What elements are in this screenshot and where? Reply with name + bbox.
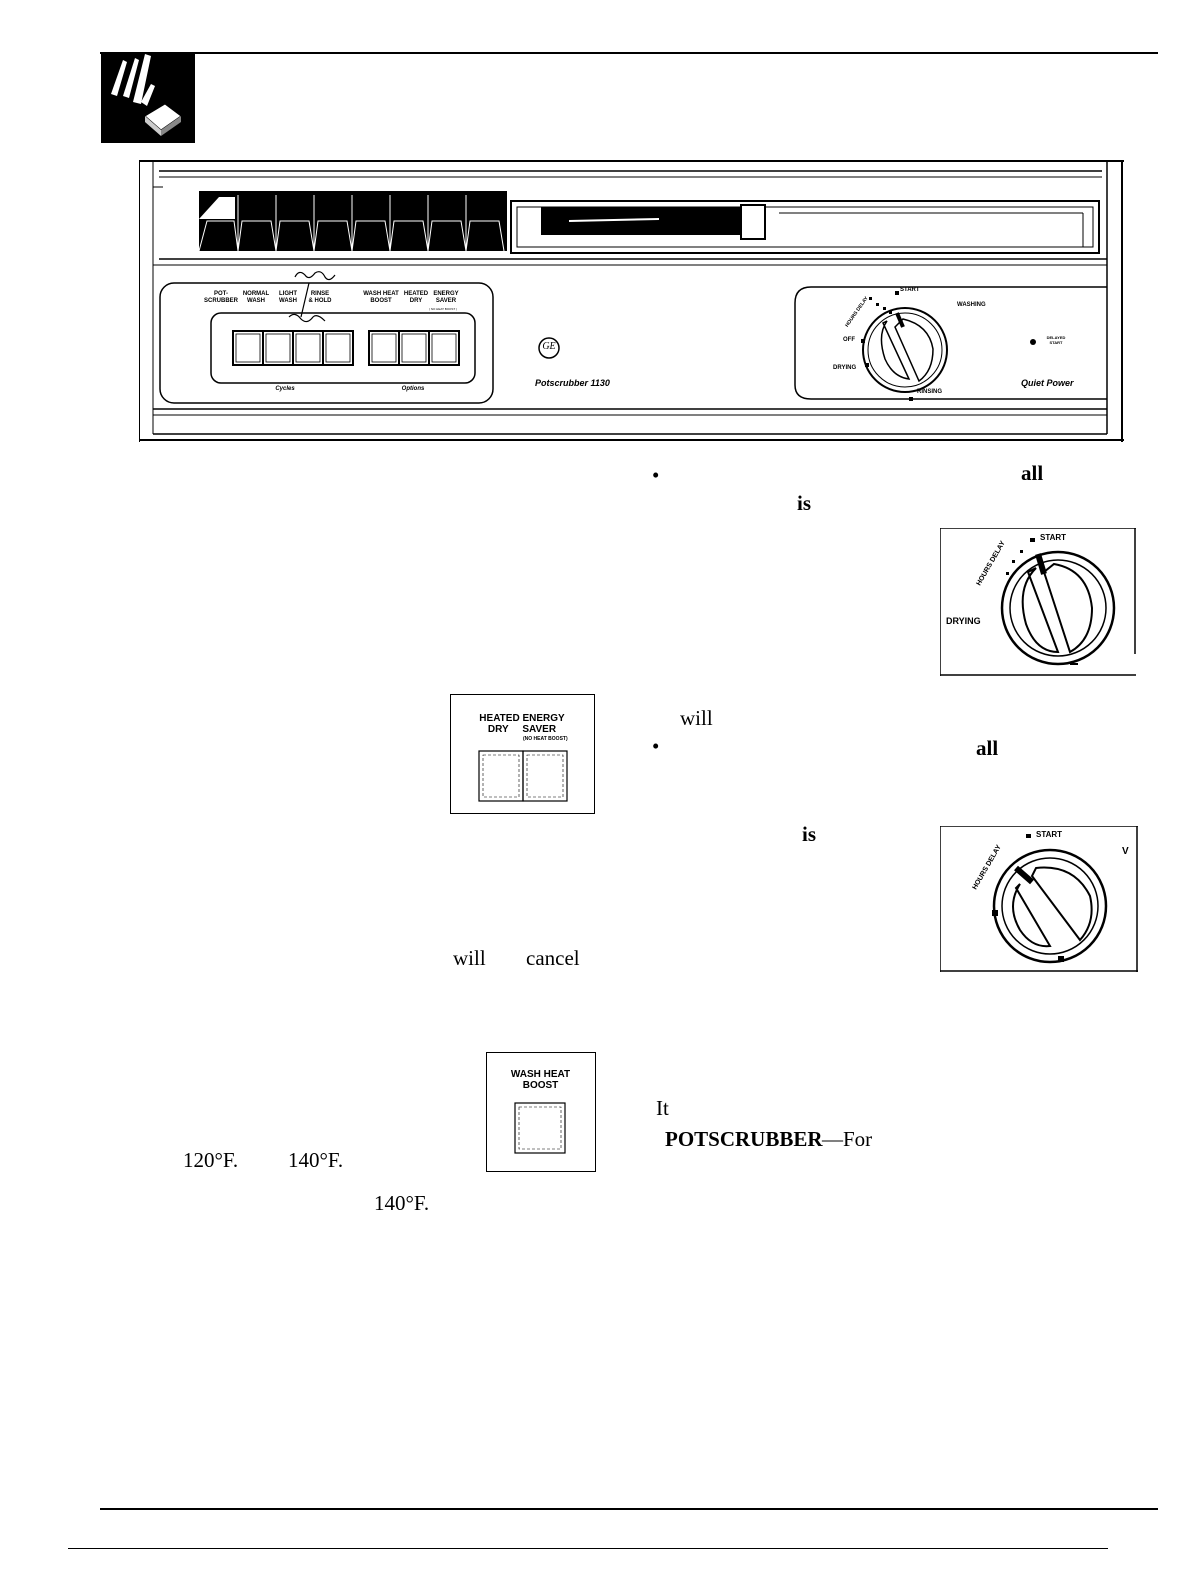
word-is-1: is bbox=[797, 491, 812, 515]
inset-wash-heat-label1: WASH HEAT bbox=[510, 1069, 571, 1080]
wash-heat-boost-inset: WASH HEAT BOOST bbox=[486, 1052, 596, 1172]
dial-off-label: OFF bbox=[843, 337, 855, 343]
heated-dry-energy-saver-inset: HEATED ENERGY DRY SAVER (NO HEAT BOOST) bbox=[450, 694, 595, 814]
dial-washing-label: WASHING bbox=[957, 302, 986, 308]
inset-heated-energy-note: (NO HEAT BOOST) bbox=[523, 736, 568, 742]
dial-drying-label: DRYING bbox=[833, 365, 857, 371]
ge-logo: GE bbox=[542, 341, 556, 352]
inset-wash-heat-label2: BOOST bbox=[522, 1080, 559, 1091]
dial-inset-bottom: START V HOURS DELAY bbox=[940, 826, 1138, 972]
option-label-energy-saver: ENERGY SAVER bbox=[433, 291, 459, 304]
brand-tagline: Quiet Power bbox=[1021, 378, 1074, 388]
word-all-2: all bbox=[976, 736, 999, 760]
word-it: It bbox=[656, 1096, 669, 1120]
dial-rinsing-label: RINSING bbox=[917, 389, 943, 395]
word-cancel: cancel bbox=[526, 946, 580, 970]
temp-140-a: 140°F. bbox=[288, 1148, 344, 1172]
energy-saver-note: ( NO HEAT BOOST ) bbox=[428, 307, 457, 311]
word-all-1: all bbox=[1021, 461, 1044, 485]
option-label-wash-heat-boost: WASH HEAT BOOST bbox=[363, 291, 399, 304]
inset-heated-energy-label2: DRY SAVER bbox=[487, 724, 557, 735]
temp-120: 120°F. bbox=[183, 1148, 239, 1172]
options-caption: Options bbox=[401, 386, 425, 392]
dial-start-label: START bbox=[900, 287, 920, 293]
cycle-label-rinse-hold: RINSE & HOLD bbox=[308, 291, 332, 304]
dial-inset-top-start: START bbox=[1040, 533, 1067, 542]
dial-inset-top: START DRYING HOURS DELAY bbox=[940, 528, 1136, 676]
hand-pressing-button-icon bbox=[101, 54, 195, 143]
bullet-2: • bbox=[652, 734, 660, 758]
cycle-label-potscrubber: POT- SCRUBBER bbox=[203, 291, 238, 304]
dial-inset-bottom-v: V bbox=[1122, 846, 1129, 857]
word-will-1: will bbox=[680, 706, 713, 730]
header-rule bbox=[100, 52, 1158, 54]
word-will-2: will bbox=[453, 946, 486, 970]
word-for: —For bbox=[822, 1127, 873, 1151]
cycles-caption: Cycles bbox=[275, 386, 295, 392]
footer-rule-top bbox=[100, 1508, 1158, 1510]
dial-inset-bottom-start: START bbox=[1036, 830, 1063, 839]
delayed-start-label: DELAYED START bbox=[1046, 335, 1066, 345]
dishwasher-control-panel: POT- SCRUBBER NORMAL WASH LIGHT WASH RIN… bbox=[139, 159, 1124, 442]
word-is-2: is bbox=[802, 822, 817, 846]
dial-inset-top-drying: DRYING bbox=[946, 616, 981, 626]
option-label-heated-dry: HEATED DRY bbox=[403, 291, 429, 304]
bullet-1: • bbox=[652, 463, 660, 487]
footer-rule-bottom bbox=[68, 1548, 1108, 1549]
cycle-label-normal-wash: NORMAL WASH bbox=[242, 291, 270, 304]
inset-heated-energy-label1: HEATED ENERGY bbox=[479, 713, 565, 724]
cycle-label-light-wash: LIGHT WASH bbox=[279, 291, 297, 304]
word-potscrubber: POTSCRUBBER bbox=[665, 1127, 823, 1151]
model-name: Potscrubber 1130 bbox=[535, 378, 610, 388]
temp-140-b: 140°F. bbox=[374, 1191, 430, 1215]
